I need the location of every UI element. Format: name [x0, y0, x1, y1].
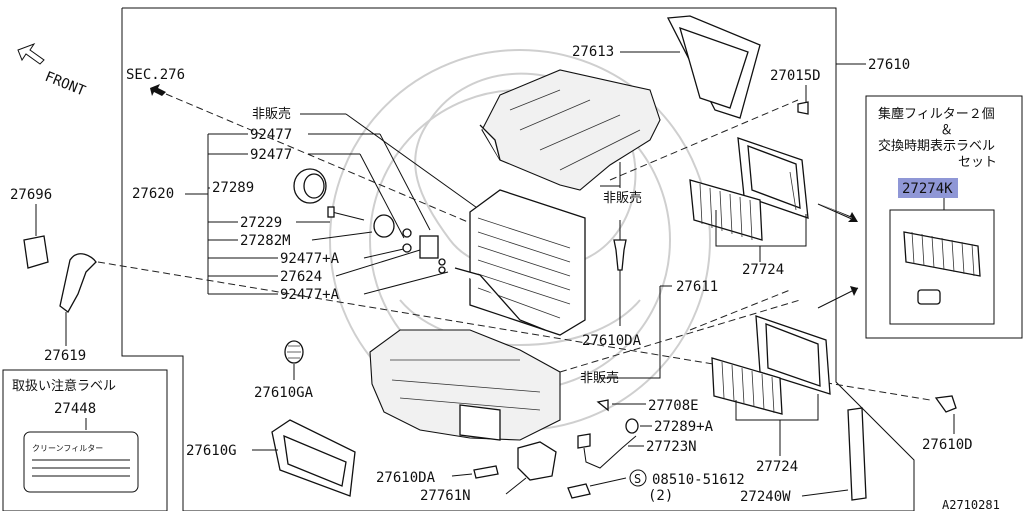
resistor-27761N: [517, 441, 557, 481]
callout-27610DA-b[interactable]: 27610DA: [376, 470, 436, 486]
caution-title: 取扱い注意ラベル: [12, 378, 116, 394]
assembly-frame: [121, 7, 915, 511]
not-sold-label-3: 非販売: [580, 370, 619, 386]
gasket-frame-27613: [666, 15, 761, 119]
callout-92477-a[interactable]: 92477: [250, 127, 292, 143]
callout-27724-a[interactable]: 27724: [742, 262, 784, 278]
arrow-to-filter-box-2: [817, 287, 859, 309]
callout-92477-b[interactable]: 92477: [250, 147, 292, 163]
callout-92477A-1[interactable]: 92477+A: [280, 251, 340, 267]
callout-27240W[interactable]: 27240W: [740, 489, 791, 505]
callout-27289A[interactable]: 27289+A: [654, 419, 714, 435]
filter-element-lower: [711, 357, 783, 415]
o-ring-3: [438, 258, 446, 266]
callout-27448[interactable]: 27448: [54, 401, 96, 417]
filter-box-line2: ＆: [940, 123, 953, 138]
callout-27289[interactable]: 27289: [212, 180, 254, 196]
filter-set-box: 集塵フィルター２個 ＆ 交換時期表示ラベル セット 27274K: [865, 95, 1023, 339]
bolt-27229: [327, 206, 365, 221]
arrow-to-filter-box-1: [820, 204, 858, 222]
block-27624: [419, 235, 439, 259]
standard-part-mark: [629, 469, 647, 487]
upper-case-part: [479, 69, 661, 191]
callout-27610DA-a[interactable]: 27610DA: [582, 333, 642, 349]
callout-27610GA[interactable]: 27610GA: [254, 385, 314, 401]
screw-27610D: [934, 395, 957, 413]
callout-27619[interactable]: 27619: [44, 348, 86, 364]
front-label: FRONT: [43, 69, 89, 100]
o-ring-4: [438, 266, 446, 274]
callout-27282M[interactable]: 27282M: [240, 233, 291, 249]
seal-strip-27240W: [847, 407, 867, 501]
standard-part-letter: S: [634, 472, 641, 486]
callout-27613[interactable]: 27613: [572, 44, 614, 60]
gasket-frame-27610G: [271, 419, 356, 497]
callout-27624[interactable]: 27624: [280, 269, 322, 285]
filter-box-line4: セット: [958, 155, 997, 170]
callout-27708E[interactable]: 27708E: [648, 398, 699, 414]
callout-27723N[interactable]: 27723N: [646, 439, 697, 455]
caution-label-text: クリーンフィルター: [32, 444, 103, 453]
filter-frame-lower: [755, 315, 831, 395]
caution-label-box: 取扱い注意ラベル 27448 クリーンフィルター: [2, 369, 168, 511]
callout-27015D[interactable]: 27015D: [770, 68, 821, 84]
drain-hose-27619: [59, 253, 97, 313]
callout-08510-51612[interactable]: 08510-51612: [652, 472, 745, 488]
callout-27620[interactable]: 27620: [132, 186, 174, 202]
sec-ref-label[interactable]: SEC.276: [126, 67, 185, 83]
callout-27274K[interactable]: 27274K: [902, 181, 953, 197]
valve-27282M: [373, 214, 395, 238]
clip-27708E: [596, 399, 609, 412]
evaporator-core: [454, 189, 586, 336]
o-ring-2: [402, 243, 412, 253]
callout-27761N[interactable]: 27761N: [420, 488, 471, 504]
drawing-id: A2710281: [942, 498, 1000, 511]
filter-box-line3: 交換時期表示ラベル: [878, 138, 995, 154]
o-ring-1: [402, 228, 412, 238]
lower-case-part: [369, 329, 561, 441]
callout-27696[interactable]: 27696: [10, 187, 52, 203]
grommet-27289A: [625, 418, 639, 434]
callout-27610G[interactable]: 27610G: [186, 443, 237, 459]
filter-frame-upper: [737, 137, 809, 219]
callout-27229[interactable]: 27229: [240, 215, 282, 231]
grommet-27610GA: [284, 340, 304, 364]
filter-box-line1: 集塵フィルター２個: [878, 106, 995, 122]
grommet-27289: [293, 168, 327, 204]
screw-08510: [567, 483, 591, 499]
sec-ref-arrow: [150, 84, 166, 96]
not-sold-label-2: 非販売: [603, 190, 642, 206]
callout-27610D[interactable]: 27610D: [922, 437, 973, 453]
clip-27015D: [797, 101, 809, 115]
screw-27610DA-b: [473, 465, 499, 479]
part-highlight: [898, 178, 958, 198]
callout-27610[interactable]: 27610: [868, 57, 910, 73]
screw-27610DA-a: [613, 239, 627, 271]
callout-27724-b[interactable]: 27724: [756, 459, 798, 475]
clip-27696: [23, 235, 49, 269]
callout-27611[interactable]: 27611: [676, 279, 718, 295]
not-sold-label-1: 非販売: [252, 106, 291, 122]
callout-92477A-2[interactable]: 92477+A: [280, 287, 340, 303]
sensor-27723N: [577, 433, 591, 449]
callout-08510-qty: (2): [648, 488, 673, 504]
filter-element-upper: [689, 179, 763, 241]
front-arrow: FRONT: [17, 42, 89, 100]
